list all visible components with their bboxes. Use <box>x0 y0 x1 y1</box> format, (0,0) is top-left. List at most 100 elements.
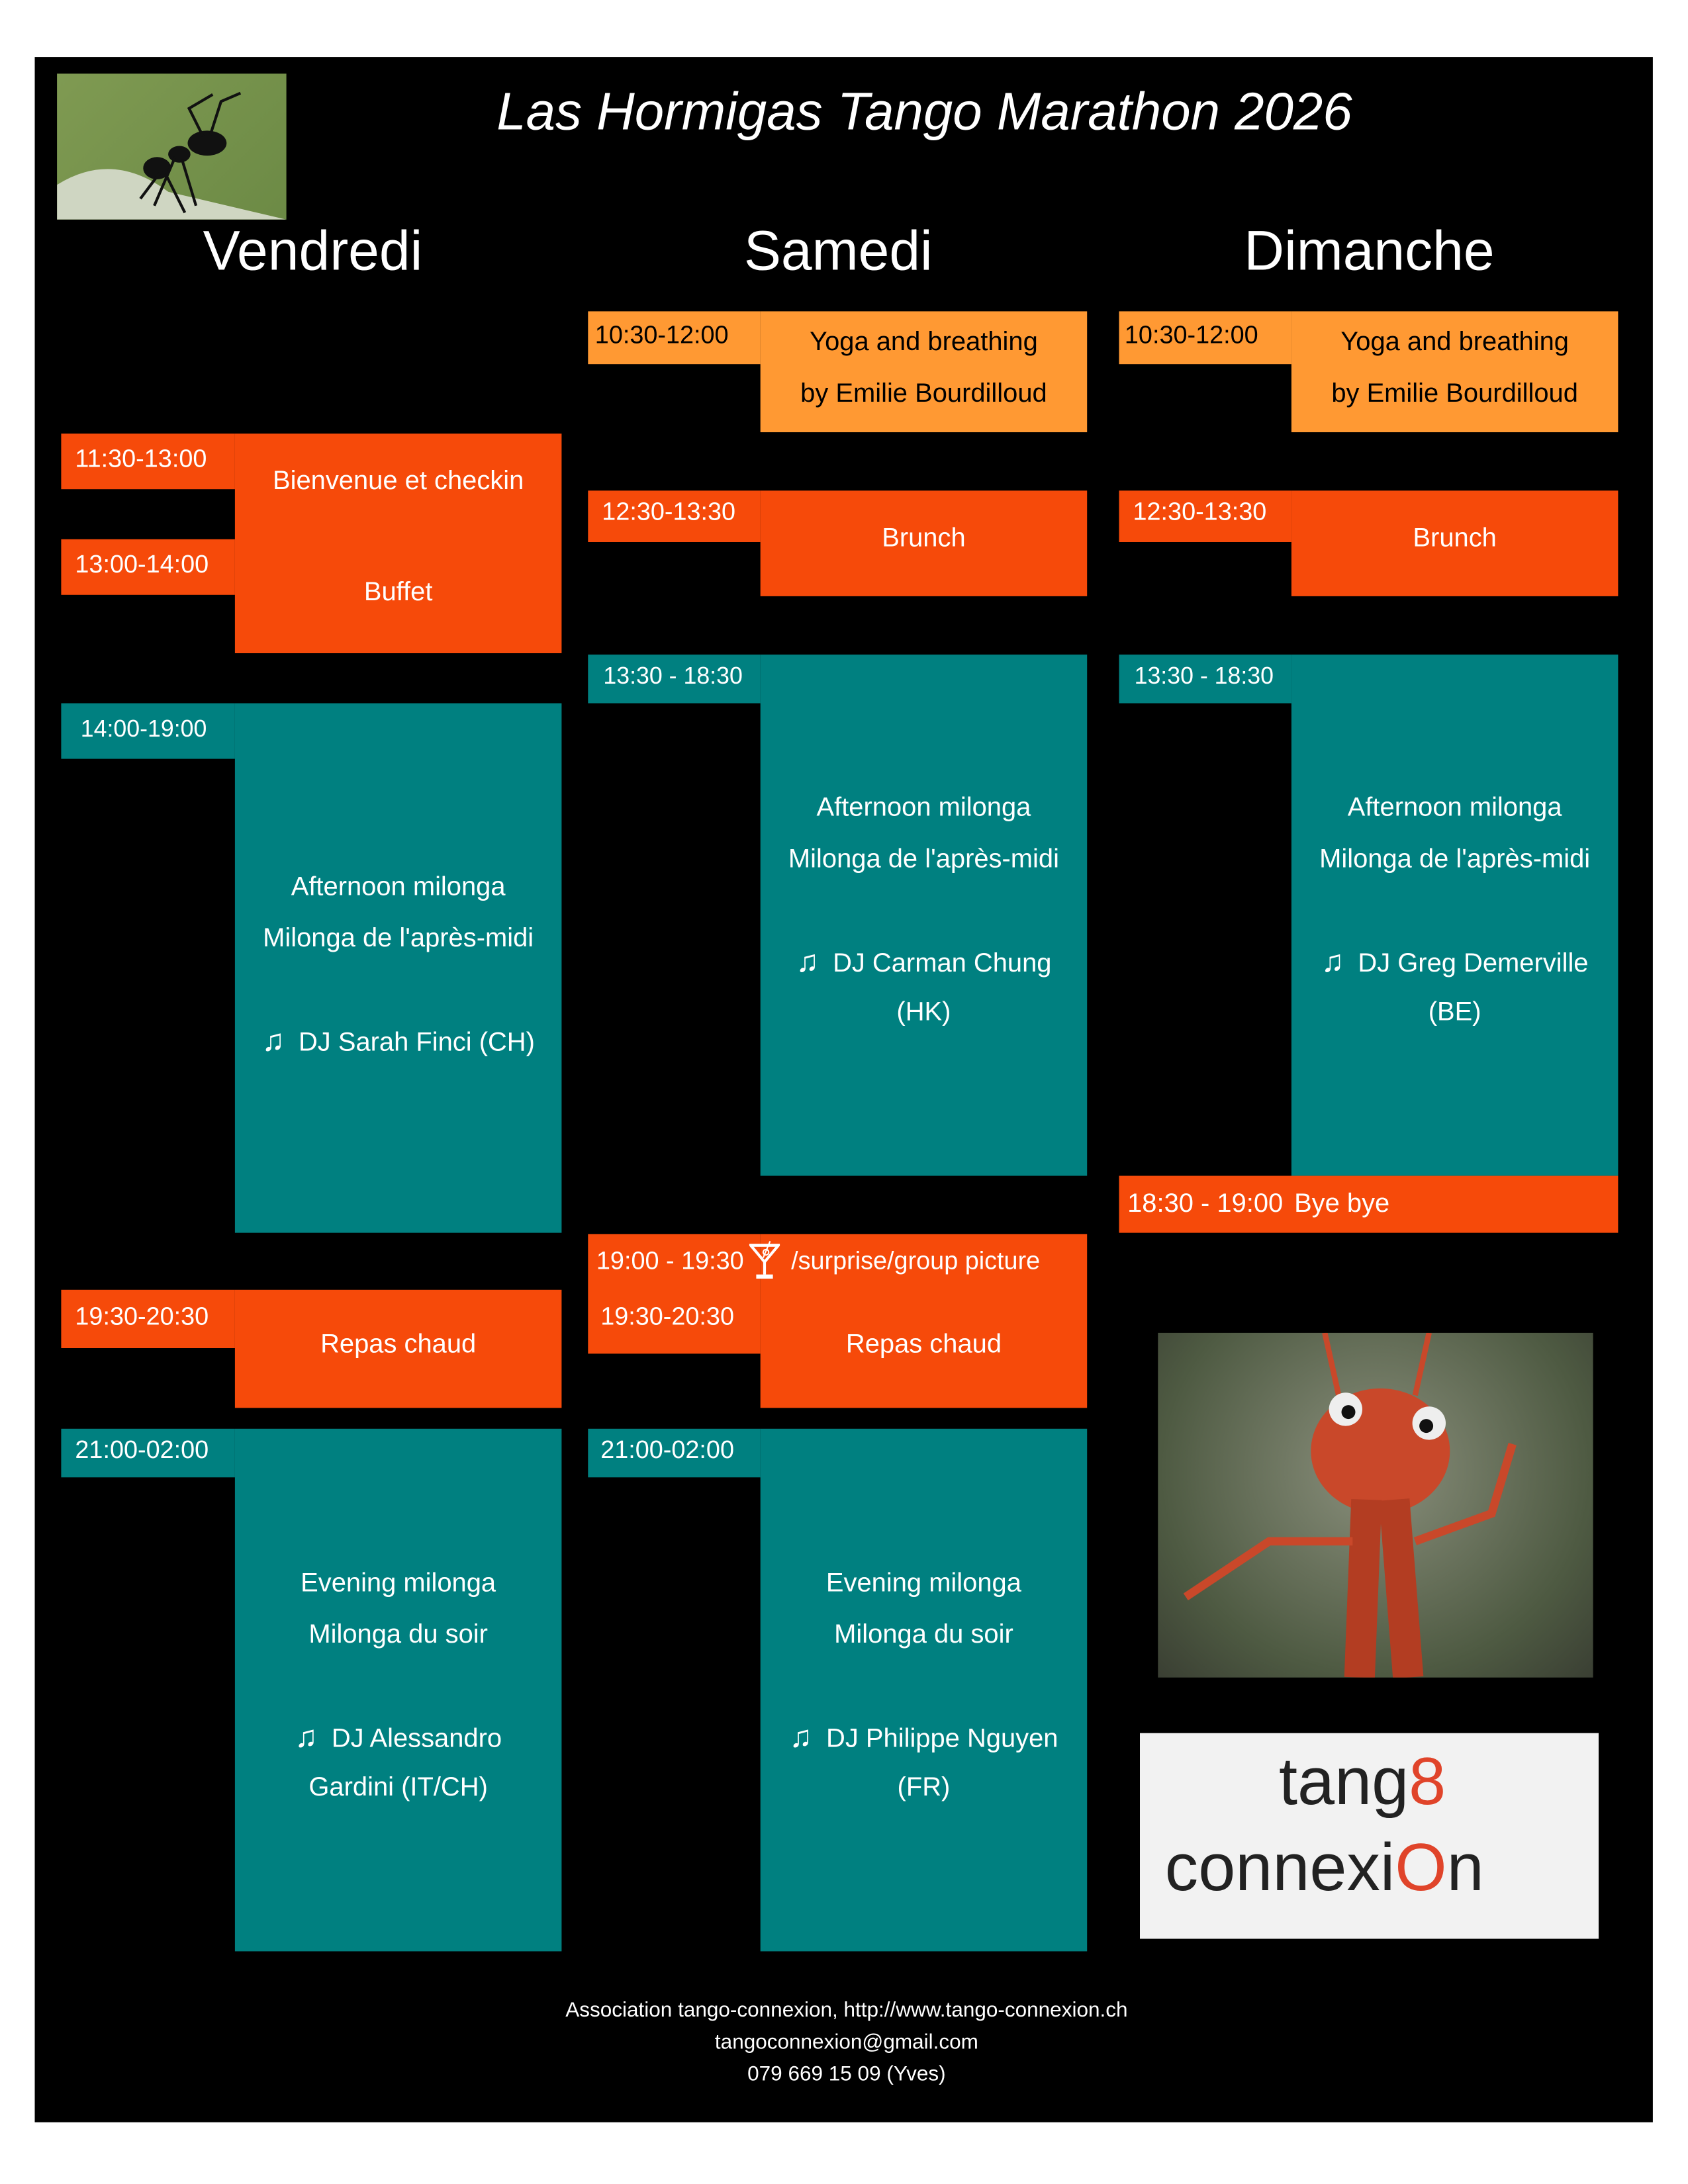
event-block <box>760 490 1088 596</box>
time-tab: 12:30-13:30 <box>1119 490 1291 542</box>
event-block <box>1291 490 1618 596</box>
event-label: Brunch <box>882 523 966 553</box>
time-tab: 14:00-19:00 <box>61 703 235 759</box>
logo-word: connexi <box>1164 1831 1395 1906</box>
event-time: 12:30-13:30 <box>602 497 736 525</box>
event-title: Evening milonga <box>301 1569 496 1598</box>
music-note-icon: ♫ <box>789 1719 813 1754</box>
time-tab: 10:30-12:00 <box>1119 311 1291 365</box>
dj-name: DJ Carman Chung <box>833 949 1052 979</box>
dj-name-cont: (BE) <box>1428 997 1481 1027</box>
dj-name-cont: (HK) <box>896 997 951 1027</box>
music-note-icon: ♫ <box>796 943 820 979</box>
page-title: Las Hormigas Tango Marathon 2026 <box>496 83 1352 142</box>
event-title: Afternoon milonga <box>291 872 506 902</box>
event-subtitle: Milonga du soir <box>308 1620 488 1650</box>
event-time: 19:30-20:30 <box>600 1302 734 1330</box>
dj-name-cont: Gardini (IT/CH) <box>308 1773 488 1803</box>
surprise-row: 19:00 - 19:30 /surprise/group picture <box>596 1234 1040 1287</box>
event-block <box>1291 311 1618 433</box>
event-time: 11:30-13:00 <box>75 445 207 473</box>
event-block <box>760 655 1088 1176</box>
event-label: Yoga and breathing <box>1340 328 1569 357</box>
dj-name: DJ Alessandro <box>331 1725 502 1754</box>
logo-text: tang8 <box>1279 1745 1446 1821</box>
day-header-dimanche: Dimanche <box>1244 220 1495 283</box>
ant-photo <box>57 73 287 220</box>
day-header-samedi: Samedi <box>743 220 933 283</box>
event-time: 12:30-13:30 <box>1133 497 1267 525</box>
event-subtitle: Milonga de l'après-midi <box>263 924 534 954</box>
time-tab: 13:00-14:00 <box>61 539 235 595</box>
logo-word: tang <box>1278 1745 1409 1819</box>
event-title: Afternoon milonga <box>1347 794 1562 823</box>
logo-word: n <box>1446 1831 1484 1906</box>
event-block <box>760 1234 1088 1408</box>
event-label: Bye bye <box>1294 1189 1390 1218</box>
event-block <box>234 1428 562 1952</box>
event-label: Bienvenue et checkin <box>272 467 524 496</box>
time-tab: 12:30-13:30 <box>588 490 761 542</box>
event-title: Evening milonga <box>825 1569 1021 1598</box>
event-time: 18:30 - 19:00 <box>1127 1189 1284 1218</box>
event-byebye: 18:30 - 19:00 Bye bye <box>1119 1175 1618 1233</box>
event-block <box>234 703 562 1233</box>
footer-association: Association tango-connexion, http://www.… <box>565 1998 1128 2023</box>
time-tab: 21:00-02:00 <box>61 1428 235 1478</box>
event-time: 21:00-02:00 <box>75 1435 209 1464</box>
event-label: Yoga and breathing <box>810 328 1038 357</box>
event-label: Repas chaud <box>845 1330 1002 1359</box>
tango-connexion-logo: tang8 connexiOn <box>1139 1733 1599 1939</box>
music-note-icon: ♫ <box>295 1719 318 1754</box>
event-label: /surprise/group picture <box>791 1246 1041 1274</box>
event-subtitle: Milonga de l'après-midi <box>788 844 1059 874</box>
dj-name: DJ Sarah Finci (CH) <box>298 1028 535 1058</box>
music-note-icon: ♫ <box>261 1023 285 1058</box>
music-note-icon: ♫ <box>1321 943 1344 979</box>
event-block <box>234 1289 562 1408</box>
event-title: Afternoon milonga <box>816 794 1031 823</box>
time-tab: 13:30 - 18:30 <box>1119 655 1291 704</box>
event-label: Brunch <box>1413 523 1497 553</box>
dj-name: DJ Philippe Nguyen <box>826 1725 1058 1754</box>
logo-text: connexiOn <box>1164 1831 1484 1906</box>
footer-email: tangoconnexion@gmail.com <box>714 2030 978 2054</box>
time-tab: 10:30-12:00 <box>588 311 761 365</box>
event-block <box>760 1428 1088 1952</box>
dj-line: ♫ DJ Greg Demerville <box>1291 943 1618 981</box>
footer-phone: 079 669 15 09 (Yves) <box>747 2062 946 2087</box>
event-time: 10:30-12:00 <box>594 321 729 349</box>
event-label: Buffet <box>363 578 433 608</box>
event-time: 13:00-14:00 <box>75 550 209 578</box>
event-time: 14:00-19:00 <box>80 715 207 743</box>
logo-accent: 8 <box>1409 1745 1446 1819</box>
event-block <box>760 311 1088 433</box>
cartoon-ant-image <box>1158 1332 1593 1678</box>
cocktail-icon <box>749 1241 780 1279</box>
dj-line: ♫ DJ Carman Chung <box>761 943 1088 981</box>
event-subtitle: Milonga du soir <box>834 1620 1013 1650</box>
event-time: 19:30-20:30 <box>75 1302 209 1330</box>
dj-name: DJ Greg Demerville <box>1358 949 1589 979</box>
dj-line: ♫ DJ Sarah Finci (CH) <box>235 1024 561 1061</box>
event-subtitle: Milonga de l'après-midi <box>1319 844 1591 874</box>
event-time: 19:00 - 19:30 <box>596 1246 744 1274</box>
event-block <box>1291 655 1618 1176</box>
event-label: Repas chaud <box>320 1330 477 1359</box>
event-time: 21:00-02:00 <box>600 1435 734 1464</box>
time-tab: 19:30-20:30 <box>61 1289 235 1348</box>
time-tab: 13:30 - 18:30 <box>588 655 761 704</box>
dj-line: ♫ DJ Philippe Nguyen <box>761 1719 1088 1757</box>
event-label: by Emilie Bourdilloud <box>800 379 1047 409</box>
event-time: 13:30 - 18:30 <box>603 662 743 690</box>
time-tab: 21:00-02:00 <box>588 1428 761 1478</box>
time-tab: 11:30-13:00 <box>61 433 235 490</box>
event-time: 10:30-12:00 <box>1124 321 1258 349</box>
day-header-vendredi: Vendredi <box>203 220 423 283</box>
event-label: by Emilie Bourdilloud <box>1331 379 1578 409</box>
time-tab <box>588 1234 761 1354</box>
dj-line: ♫ DJ Alessandro <box>235 1719 561 1757</box>
event-block <box>234 433 562 653</box>
dj-name-cont: (FR) <box>897 1773 951 1803</box>
